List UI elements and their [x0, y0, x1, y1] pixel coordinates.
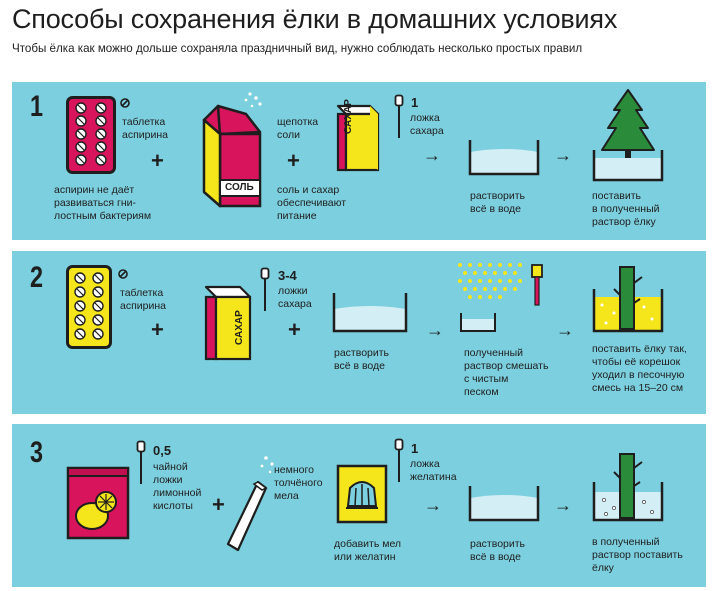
spoon-icon — [394, 438, 404, 482]
arrow-icon: → — [554, 145, 572, 165]
aspirin-label: таблетка аспирина — [122, 116, 168, 141]
salt-box-icon — [202, 92, 262, 208]
chalk-icon — [226, 456, 274, 552]
sugar-amount: 1 — [411, 95, 419, 110]
chalk-label: немного толчёного мела — [274, 464, 323, 502]
plus-icon: + — [151, 317, 164, 342]
citric-label: чайной ложки лимонной кислоты — [153, 461, 202, 512]
gelatin-note: добавить мел или желатин — [334, 538, 402, 563]
spoon-icon — [260, 267, 270, 311]
page-subtitle: Чтобы ёлка как можно дольше сохраняла пр… — [12, 42, 583, 55]
spoon-icon — [136, 440, 146, 484]
citric-amount: 0,5 — [153, 443, 172, 458]
water-bowl-icon — [468, 140, 540, 176]
page-title: Способы сохранения ёлки в домашних услов… — [12, 4, 618, 34]
mix-label: полученный раствор смешать с чистым песк… — [464, 347, 549, 398]
tree-in-water-icon — [592, 453, 664, 522]
salt-note: соль и сахар обеспечивают питание — [277, 184, 347, 222]
step-number: 3 — [30, 436, 44, 469]
sugar-label: ложки сахара — [278, 285, 312, 310]
spoon-icon — [531, 264, 543, 306]
sugar-bag-icon — [204, 285, 252, 361]
blister-pack-icon — [66, 265, 112, 349]
step-number: 2 — [30, 261, 44, 294]
pill-icon — [120, 98, 130, 108]
sugar-label: ложка сахара — [410, 112, 444, 137]
sugar-pack-text: САХАР — [234, 310, 245, 345]
method-2-panel: 2 таблетка аспирина + — [12, 251, 706, 414]
arrow-icon: → — [554, 495, 572, 515]
plus-icon: + — [287, 148, 300, 173]
gelatin-amount: 1 — [411, 441, 419, 456]
sugar-bag-icon — [336, 104, 380, 172]
pill-icon — [118, 269, 128, 279]
method-3-panel: 3 0,5 чайной ложки лимонной кислоты + не… — [12, 424, 706, 587]
blister-pack-icon — [66, 96, 116, 174]
arrow-icon: → — [426, 320, 444, 340]
dissolve-label: растворить всё в воде — [334, 347, 390, 372]
salt-pack-text: СОЛЬ — [225, 182, 254, 193]
small-beaker-icon — [460, 313, 496, 332]
method-1-panel: 1 таблетка аспирина + аспирин — [12, 82, 706, 240]
tree-in-sand-icon — [592, 266, 664, 333]
water-bowl-icon — [332, 293, 408, 333]
dissolve-label: растворить всё в воде — [470, 538, 526, 563]
final-label: поставить ёлку так, чтобы её корешок ухо… — [592, 343, 687, 394]
final-label: поставить в полученный раствор ёлку — [592, 190, 660, 228]
aspirin-label: таблетка аспирина — [120, 287, 166, 312]
sugar-pack-text: САХАР — [343, 99, 354, 134]
step-number: 1 — [30, 90, 44, 123]
sand-icon — [458, 263, 522, 299]
water-bowl-icon — [468, 486, 540, 522]
arrow-icon: → — [556, 320, 574, 340]
gelatin-label: ложка желатина — [410, 458, 457, 483]
arrow-icon: → — [423, 145, 441, 165]
dissolve-label: растворить всё в воде — [470, 190, 526, 215]
aspirin-note: аспирин не даёт развиваться гни- лостным… — [54, 184, 152, 222]
sugar-amount: 3-4 — [278, 268, 297, 283]
salt-label: щепотка соли — [277, 116, 319, 141]
gelatin-box-icon — [336, 464, 388, 524]
spoon-icon — [394, 94, 404, 138]
tree-in-water-icon — [592, 89, 664, 182]
plus-icon: + — [212, 492, 225, 517]
arrow-icon: → — [424, 495, 442, 515]
final-label: в полученный раствор поставить ёлку — [592, 536, 683, 574]
plus-icon: + — [288, 317, 301, 342]
citric-acid-pack-icon — [66, 466, 130, 540]
plus-icon: + — [151, 148, 164, 173]
